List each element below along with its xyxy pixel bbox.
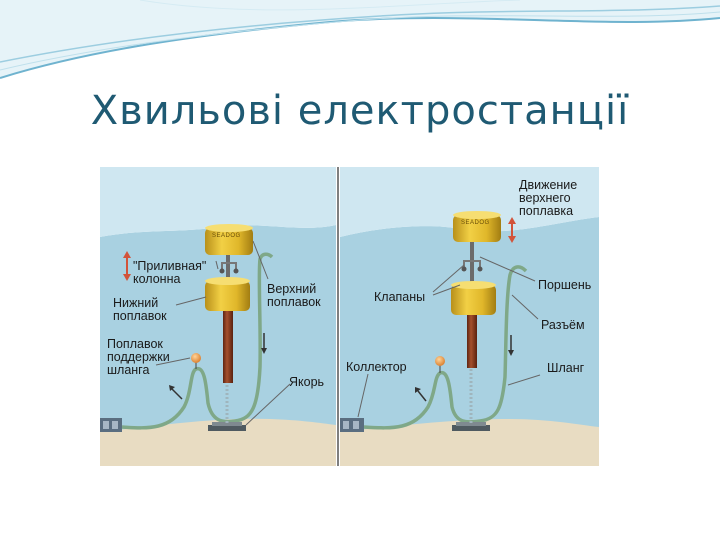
right-upper-float-brand: SEADOG [461, 220, 490, 226]
label-hose-support-float-line1: Поплавок [107, 337, 163, 351]
label-connector: Разъём [541, 318, 585, 332]
label-lower-float: Нижний поплавок [113, 297, 167, 323]
right-panel [340, 167, 599, 466]
slide-title: Хвильові електростанції [90, 88, 630, 134]
label-upper-float-line1: Верхний [267, 282, 317, 296]
label-hose-support-float-line3: шланга [107, 363, 150, 377]
label-upper-float-motion-line3: поплавка [519, 204, 574, 218]
label-upper-float-motion-line1: Движение [519, 178, 578, 192]
label-upper-float-motion: Движение верхнего поплавка [519, 179, 577, 218]
label-tidal-column-line2: колонна [133, 272, 181, 286]
label-lower-float-line1: Нижний [113, 296, 159, 310]
left-panel [100, 167, 336, 466]
label-hose: Шланг [547, 361, 585, 375]
left-upper-float-brand: SEADOG [212, 233, 241, 239]
label-hose-support-float-line2: поддержки [107, 350, 170, 364]
label-valves: Клапаны [374, 290, 426, 304]
header-wave-decoration [0, 0, 720, 79]
label-tidal-column: "Приливная" колонна [133, 260, 206, 286]
label-upper-float: Верхний поплавок [267, 283, 321, 309]
wave-power-diagram: SEADOG SEADOG "Приливная" колонна Верхни… [100, 167, 599, 466]
label-lower-float-line2: поплавок [113, 309, 167, 323]
label-piston: Поршень [538, 278, 592, 292]
label-collector: Коллектор [346, 360, 407, 374]
label-hose-support-float: Поплавок поддержки шланга [107, 338, 170, 377]
label-upper-float-motion-line2: верхнего [519, 191, 571, 205]
label-upper-float-line2: поплавок [267, 295, 321, 309]
diagram-illustration [100, 167, 599, 466]
label-tidal-column-line1: "Приливная" [133, 259, 207, 273]
label-anchor: Якорь [289, 375, 325, 389]
